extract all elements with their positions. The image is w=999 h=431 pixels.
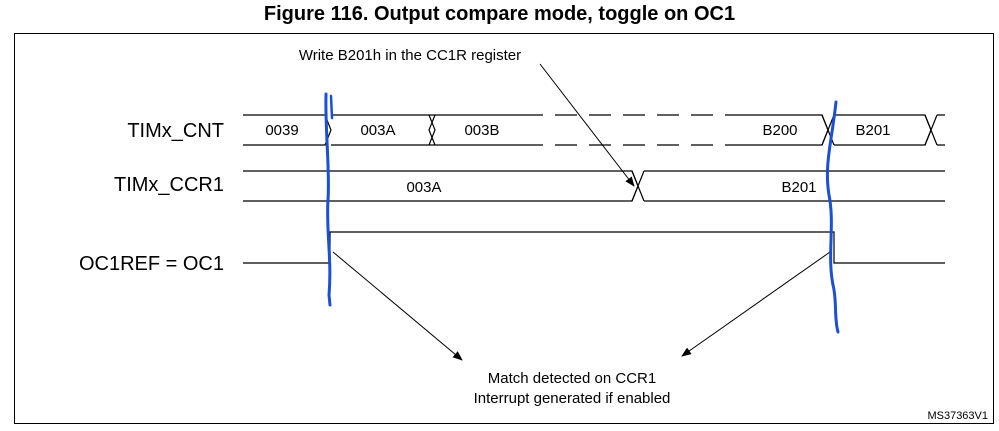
write-annotation: Write B201h in the CC1R register (299, 47, 521, 64)
pen-marker-right (825, 100, 840, 334)
pen-marker-left (324, 92, 332, 307)
cnt-value-B201: B201 (855, 122, 890, 139)
write-arrow (539, 63, 635, 187)
match-arrow-right (681, 251, 831, 357)
match-annotation-line2: Interrupt generated if enabled (474, 390, 671, 407)
page-title: Figure 116. Output compare mode, toggle … (263, 3, 736, 25)
cnt-value-0039: 0039 (265, 122, 298, 139)
cnt-bus (243, 114, 945, 146)
match-annotation-line1: Match detected on CCR1 (488, 370, 656, 387)
pen-marker-left-tick (329, 94, 334, 120)
signal-label-cnt: TIMx_CNT (127, 120, 224, 142)
signal-label-ccr1: TIMx_CCR1 (114, 174, 224, 196)
signal-label-oc1ref: OC1REF = OC1 (79, 253, 224, 275)
ccr1-value-003A: 003A (406, 179, 441, 196)
oc1ref-waveform (243, 231, 945, 264)
figure-frame (14, 33, 994, 424)
cnt-value-B200: B200 (762, 122, 797, 139)
match-arrow-left (332, 251, 463, 361)
ccr1-value-B201: B201 (781, 179, 816, 196)
cnt-value-003B: 003B (464, 122, 499, 139)
ccr1-bus (243, 170, 945, 202)
figure-reference: MS37363V1 (927, 410, 988, 422)
cnt-value-003A: 003A (360, 122, 395, 139)
